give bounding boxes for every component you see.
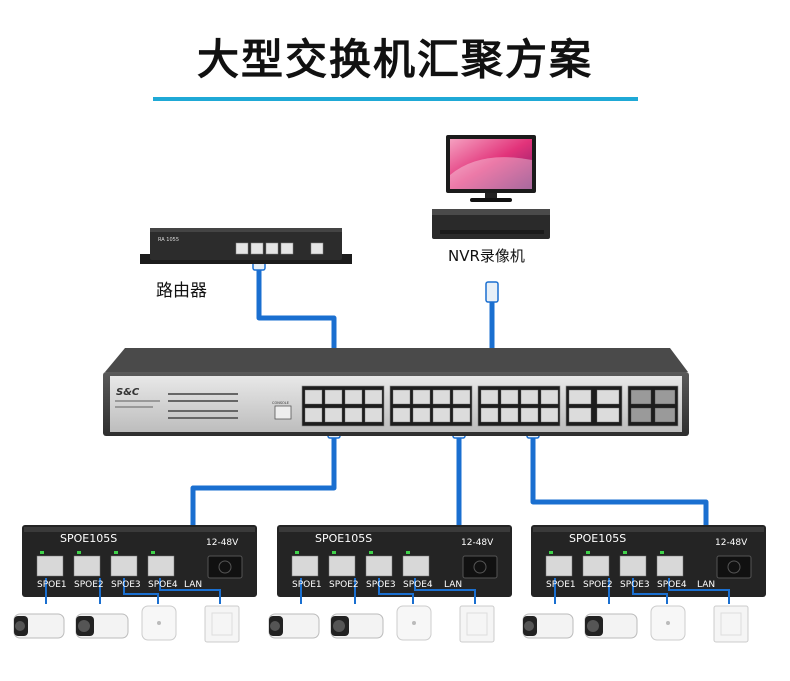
- core-switch: S&C CONSOLE: [103, 348, 689, 436]
- bullet-camera-icon: [584, 613, 638, 639]
- nvr-label: NVR录像机: [448, 247, 525, 265]
- poe-model: SPOE105S: [569, 532, 627, 545]
- poe-leds: [40, 551, 664, 554]
- router-device: RA 1055: [140, 228, 352, 264]
- port-label: SPOE1: [37, 580, 67, 590]
- bullet-camera-icon: [75, 613, 129, 639]
- bullet-camera-icon: [330, 613, 384, 639]
- port-label: SPOE2: [329, 580, 359, 590]
- poe-ports: [36, 555, 684, 577]
- bullet-camera-icon: [268, 613, 320, 639]
- dc-jacks: [207, 555, 752, 579]
- port-label: SPOE1: [546, 580, 576, 590]
- panel-ap-icon: [204, 605, 240, 643]
- port-label: SPOE4: [148, 580, 178, 590]
- panel-ap-icon: [713, 605, 749, 643]
- wireless-ap-icon: [650, 605, 686, 641]
- title-underline: [153, 97, 638, 101]
- wireless-ap-icon: [141, 605, 177, 641]
- router-label: 路由器: [156, 281, 207, 301]
- panel-ap-icon: [459, 605, 495, 643]
- port-label: LAN: [444, 580, 463, 590]
- port-label: LAN: [184, 580, 203, 590]
- poe-switch-2: [277, 525, 512, 597]
- poe-voltage: 12-48V: [715, 538, 748, 548]
- bullet-camera-icon: [13, 613, 65, 639]
- port-label: SPOE4: [403, 580, 433, 590]
- router-model: RA 1055: [158, 237, 179, 243]
- poe-switch-1: [22, 525, 257, 597]
- nvr-device: [432, 209, 550, 239]
- switch-brand: S&C: [116, 387, 140, 398]
- port-label: SPOE2: [74, 580, 104, 590]
- monitor-device: [446, 135, 536, 202]
- port-label: LAN: [697, 580, 716, 590]
- cable-switch-poe1: [190, 432, 337, 552]
- poe-voltage: 12-48V: [206, 538, 239, 548]
- endpoint-devices: [13, 605, 749, 643]
- port-label: SPOE2: [583, 580, 613, 590]
- console-label: CONSOLE: [272, 401, 289, 405]
- poe-model: SPOE105S: [60, 532, 118, 545]
- port-label: SPOE3: [366, 580, 396, 590]
- port-label: SPOE4: [657, 580, 687, 590]
- poe-model: SPOE105S: [315, 532, 373, 545]
- bullet-camera-icon: [522, 613, 574, 639]
- poe-voltage: 12-48V: [461, 538, 494, 548]
- endpoint-cables: [45, 578, 730, 604]
- port-label: SPOE3: [620, 580, 650, 590]
- page-title: 大型交换机汇聚方案: [196, 35, 593, 84]
- wireless-ap-icon: [396, 605, 432, 641]
- port-label: SPOE3: [111, 580, 141, 590]
- port-label: SPOE1: [292, 580, 322, 590]
- poe-switch-3: [531, 525, 766, 597]
